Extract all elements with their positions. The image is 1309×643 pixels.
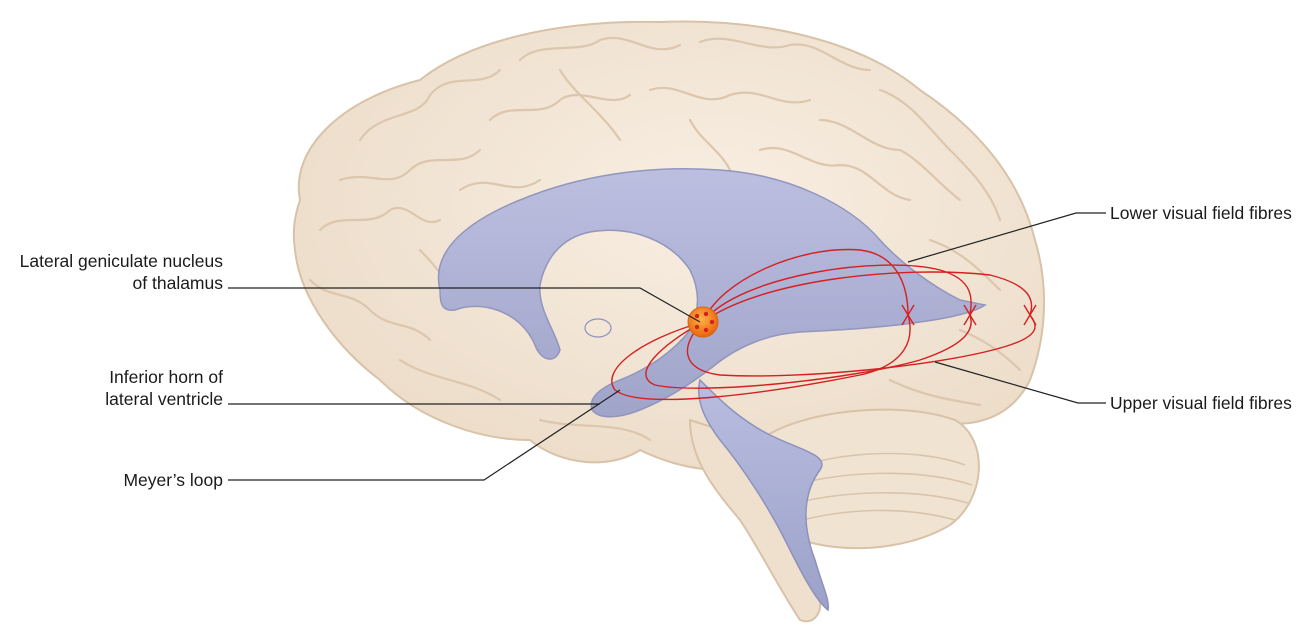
label-inferior-horn: Inferior horn of lateral ventricle — [105, 366, 223, 410]
lateral-ventricle — [437, 168, 987, 418]
fourth-ventricle — [698, 378, 830, 612]
label-lgn: Lateral geniculate nucleus of thalamus — [20, 250, 223, 294]
optic-radiation-fibres — [611, 248, 1037, 401]
label-lower-fibres-text: Lower visual field fibres — [1110, 203, 1292, 223]
label-meyers-loop-text: Meyer’s loop — [123, 470, 223, 490]
label-upper-fibres: Upper visual field fibres — [1110, 392, 1292, 414]
leader-meyers-loop — [228, 389, 621, 481]
leader-lines — [228, 212, 1106, 481]
label-lower-fibres: Lower visual field fibres — [1110, 202, 1292, 224]
gyri-pattern — [308, 36, 1022, 442]
label-lgn-line1: Lateral geniculate nucleus — [19, 251, 223, 271]
interventricular-foramen — [584, 318, 612, 338]
label-lgn-line2: of thalamus — [132, 273, 223, 293]
lgn-dots — [694, 311, 715, 333]
label-inferior-horn-line2: lateral ventricle — [105, 389, 223, 409]
leader-lower-fibres — [907, 212, 1106, 263]
leader-upper-fibres — [934, 361, 1106, 404]
label-upper-fibres-text: Upper visual field fibres — [1110, 393, 1292, 413]
label-inferior-horn-line1: Inferior horn of — [109, 367, 223, 387]
label-meyers-loop: Meyer’s loop — [123, 469, 223, 491]
leader-lgn — [228, 287, 701, 323]
